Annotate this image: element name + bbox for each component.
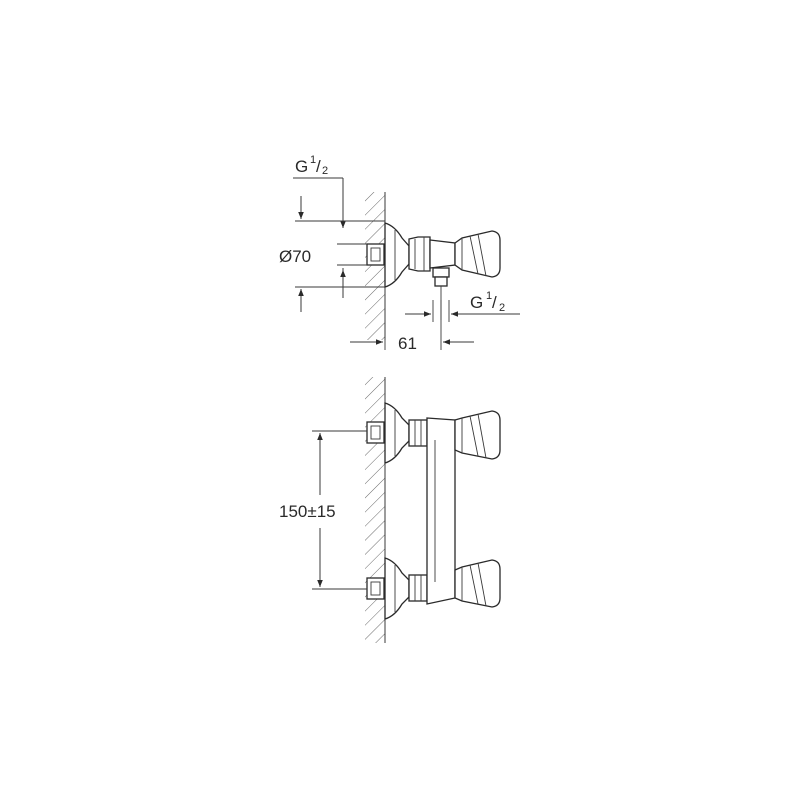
depth-label: 61 bbox=[398, 334, 417, 353]
front-view: 150±15 bbox=[279, 377, 501, 643]
upper-handle bbox=[454, 410, 501, 460]
thread-label-outlet-slash: / bbox=[492, 293, 497, 312]
diameter-label: Ø70 bbox=[279, 247, 311, 266]
spacing-dimension: 150±15 bbox=[279, 430, 367, 590]
diameter-dimension: Ø70 bbox=[279, 196, 385, 312]
wall-top bbox=[365, 192, 386, 340]
depth-dimension: 61 bbox=[350, 300, 474, 353]
escutcheon-top bbox=[384, 222, 410, 288]
thread-dimension-outlet: G 1 / 2 bbox=[405, 290, 520, 322]
mixer-body bbox=[426, 417, 456, 605]
valve-body-top bbox=[408, 230, 501, 320]
thread-label-top-num: 1 bbox=[310, 154, 316, 166]
thread-dimension-top: G 1 / 2 bbox=[293, 154, 346, 298]
thread-label-top-den: 2 bbox=[322, 165, 328, 177]
wall-front bbox=[365, 377, 386, 643]
thread-label-top-main: G bbox=[295, 157, 308, 176]
lower-handle bbox=[454, 559, 501, 608]
thread-label-outlet-num: 1 bbox=[486, 290, 492, 302]
lower-inlet-fitting bbox=[366, 557, 428, 620]
inlet-fitting-top bbox=[366, 243, 385, 266]
thread-label-outlet-main: G bbox=[470, 293, 483, 312]
spacing-label: 150±15 bbox=[279, 502, 336, 521]
thread-label-outlet-den: 2 bbox=[499, 302, 505, 314]
thread-label-top-slash: / bbox=[316, 157, 321, 176]
top-view: G 1 / 2 Ø70 61 G bbox=[279, 154, 520, 353]
